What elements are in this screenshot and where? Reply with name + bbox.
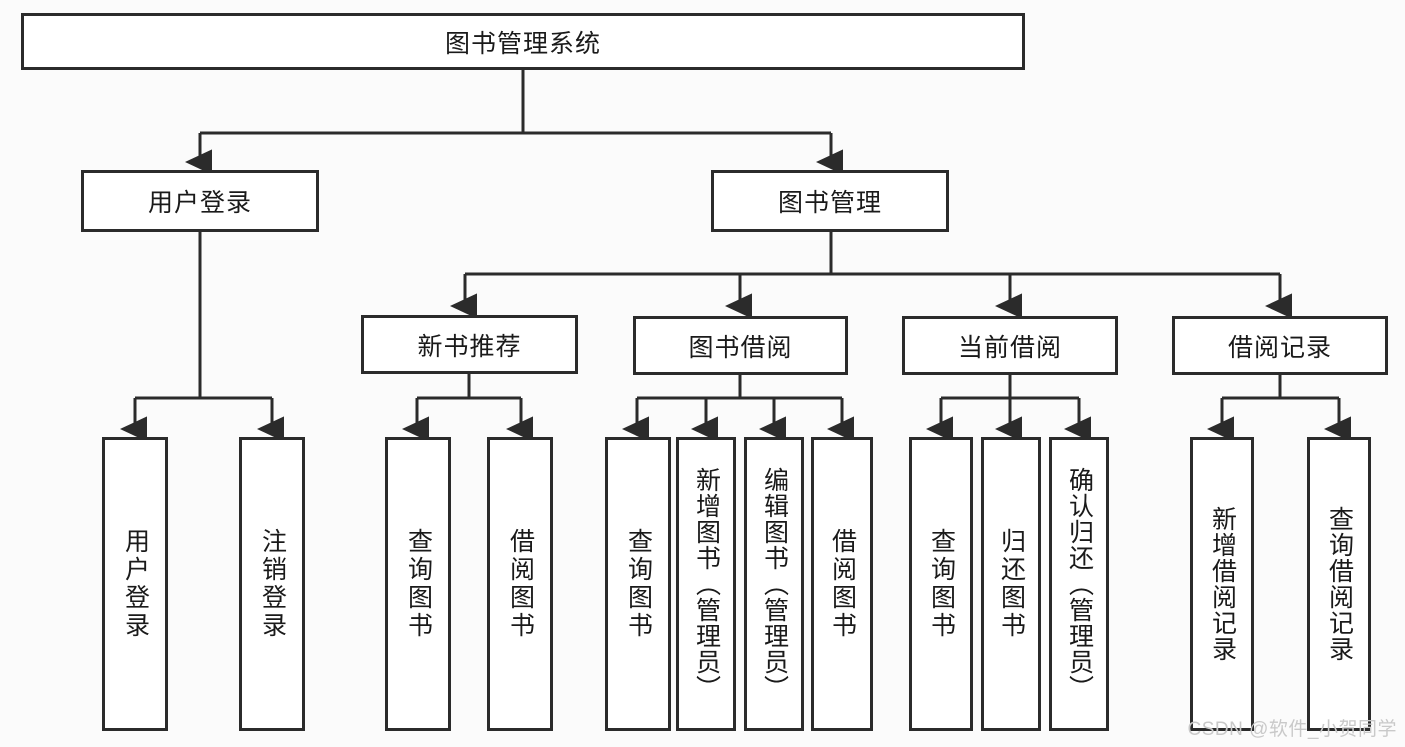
node-user-login[interactable]: 用户登录 (81, 170, 319, 232)
node-book-management[interactable]: 图书管理 (711, 170, 949, 232)
node-book-borrow[interactable]: 图书借阅 (633, 316, 848, 375)
leaf-recommend-query-book[interactable]: 查询图书 (385, 437, 451, 731)
leaf-recommend-borrow-book[interactable]: 借阅图书 (487, 437, 553, 731)
leaf-current-confirm-return-admin[interactable]: 确认归还（管理员） (1049, 437, 1109, 731)
node-new-book-recommend[interactable]: 新书推荐 (361, 315, 578, 374)
node-current-borrow[interactable]: 当前借阅 (902, 316, 1118, 375)
leaf-borrow-add-book-admin[interactable]: 新增图书（管理员） (676, 437, 736, 731)
leaf-record-add-record[interactable]: 新增借阅记录 (1190, 437, 1254, 731)
leaf-borrow-edit-book-admin[interactable]: 编辑图书（管理员） (744, 437, 804, 731)
leaf-user-login-signout[interactable]: 注销登录 (239, 437, 305, 731)
node-borrow-record[interactable]: 借阅记录 (1172, 316, 1388, 375)
node-root-system[interactable]: 图书管理系统 (21, 13, 1025, 70)
leaf-record-query-record[interactable]: 查询借阅记录 (1307, 437, 1371, 731)
leaf-user-login-signin[interactable]: 用户登录 (102, 437, 168, 731)
leaf-current-query-book[interactable]: 查询图书 (909, 437, 973, 731)
leaf-borrow-query-book[interactable]: 查询图书 (605, 437, 671, 731)
leaf-borrow-borrow-book[interactable]: 借阅图书 (811, 437, 873, 731)
leaf-current-return-book[interactable]: 归还图书 (981, 437, 1041, 731)
